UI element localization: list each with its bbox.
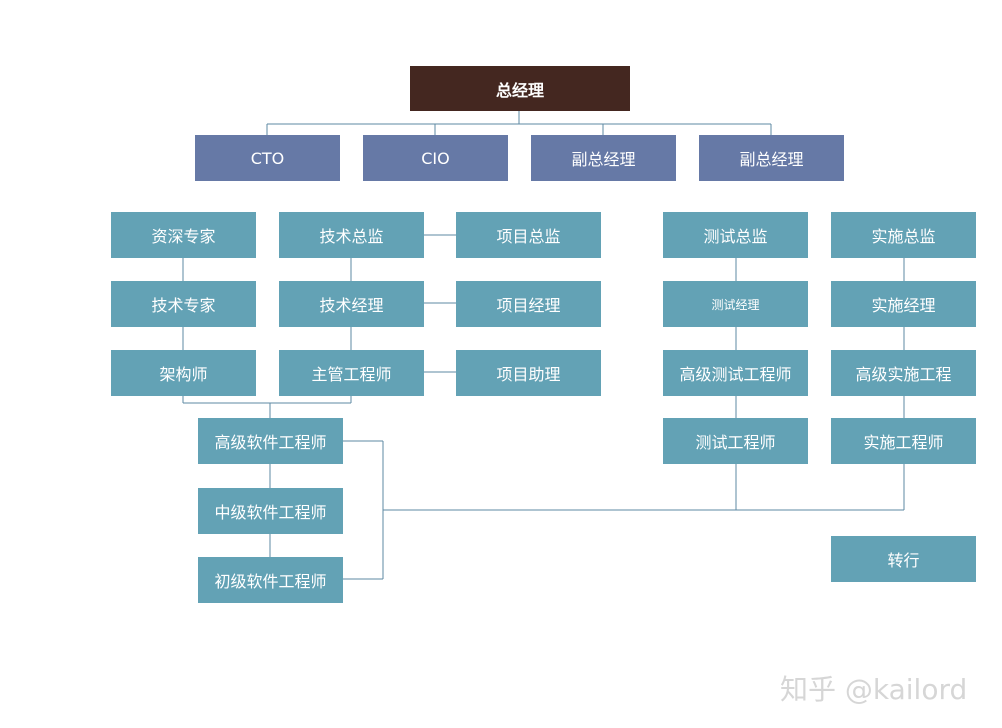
node-architect: 架构师	[111, 350, 256, 396]
node-impl-manager: 实施经理	[831, 281, 976, 327]
node-mid-software-engineer: 中级软件工程师	[198, 488, 343, 534]
node-project-manager: 项目经理	[456, 281, 601, 327]
node-senior-expert: 资深专家	[111, 212, 256, 258]
node-senior-impl-engineer: 高级实施工程	[831, 350, 976, 396]
node-impl-director: 实施总监	[831, 212, 976, 258]
node-senior-test-engineer: 高级测试工程师	[663, 350, 808, 396]
node-test-manager: 测试经理	[663, 281, 808, 327]
node-career-change: 转行	[831, 536, 976, 582]
node-impl-engineer: 实施工程师	[831, 418, 976, 464]
node-test-director: 测试总监	[663, 212, 808, 258]
node-tech-manager: 技术经理	[279, 281, 424, 327]
node-project-director: 项目总监	[456, 212, 601, 258]
node-tech-expert: 技术专家	[111, 281, 256, 327]
node-root: 总经理	[410, 66, 630, 111]
node-project-assistant: 项目助理	[456, 350, 601, 396]
node-cto: CTO	[195, 135, 340, 181]
node-lead-engineer: 主管工程师	[279, 350, 424, 396]
watermark: 知乎 @kailord	[780, 673, 968, 706]
node-tech-director: 技术总监	[279, 212, 424, 258]
node-vp-1: 副总经理	[531, 135, 676, 181]
node-cio: CIO	[363, 135, 508, 181]
node-test-engineer: 测试工程师	[663, 418, 808, 464]
node-vp-2: 副总经理	[699, 135, 844, 181]
node-junior-software-engineer: 初级软件工程师	[198, 557, 343, 603]
node-senior-software-engineer: 高级软件工程师	[198, 418, 343, 464]
